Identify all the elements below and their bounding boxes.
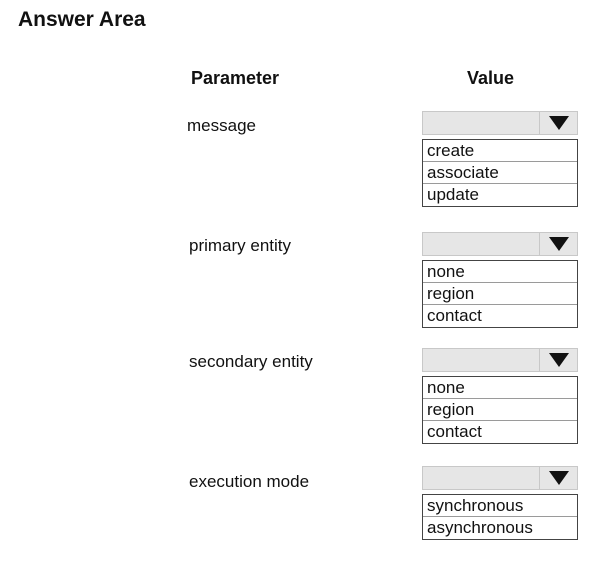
execution-mode-dropdown: synchronous asynchronous <box>422 466 578 540</box>
option-synchronous[interactable]: synchronous <box>423 495 577 517</box>
option-associate[interactable]: associate <box>423 162 577 184</box>
triangle-down-icon <box>548 471 569 485</box>
triangle-down-icon <box>548 116 569 130</box>
parameter-label-execution-mode: execution mode <box>189 472 310 491</box>
option-region[interactable]: region <box>423 399 577 421</box>
primary-entity-select[interactable] <box>422 232 578 256</box>
dropdown-arrow-button[interactable] <box>539 233 577 255</box>
triangle-down-icon <box>548 353 569 367</box>
option-update[interactable]: update <box>427 185 479 204</box>
option-asynchronous[interactable]: asynchronous <box>427 518 533 537</box>
option-contact[interactable]: contact <box>427 422 482 441</box>
parameter-label-secondary-entity: secondary entity <box>189 352 313 371</box>
message-dropdown: create associate update <box>422 111 578 207</box>
primary-entity-dropdown: none region contact <box>422 232 578 328</box>
secondary-entity-options-list: none region contact <box>422 376 578 444</box>
triangle-down-icon <box>548 237 569 251</box>
secondary-entity-dropdown: none region contact <box>422 348 578 444</box>
secondary-entity-select[interactable] <box>422 348 578 372</box>
primary-entity-options-list: none region contact <box>422 260 578 328</box>
message-options-list: create associate update <box>422 139 578 207</box>
option-region[interactable]: region <box>423 283 577 305</box>
dropdown-arrow-button[interactable] <box>539 467 577 489</box>
answer-area-title: Answer Area <box>18 8 146 31</box>
execution-mode-options-list: synchronous asynchronous <box>422 494 578 540</box>
option-none[interactable]: none <box>423 377 577 399</box>
message-select[interactable] <box>422 111 578 135</box>
value-column-header: Value <box>467 68 515 88</box>
dropdown-arrow-button[interactable] <box>539 112 577 134</box>
option-create[interactable]: create <box>423 140 577 162</box>
parameter-label-primary-entity: primary entity <box>189 236 292 255</box>
parameter-column-header: Parameter <box>191 68 280 88</box>
option-none[interactable]: none <box>423 261 577 283</box>
execution-mode-select[interactable] <box>422 466 578 490</box>
option-contact[interactable]: contact <box>427 306 482 325</box>
parameter-label-message: message <box>187 116 256 135</box>
dropdown-arrow-button[interactable] <box>539 349 577 371</box>
